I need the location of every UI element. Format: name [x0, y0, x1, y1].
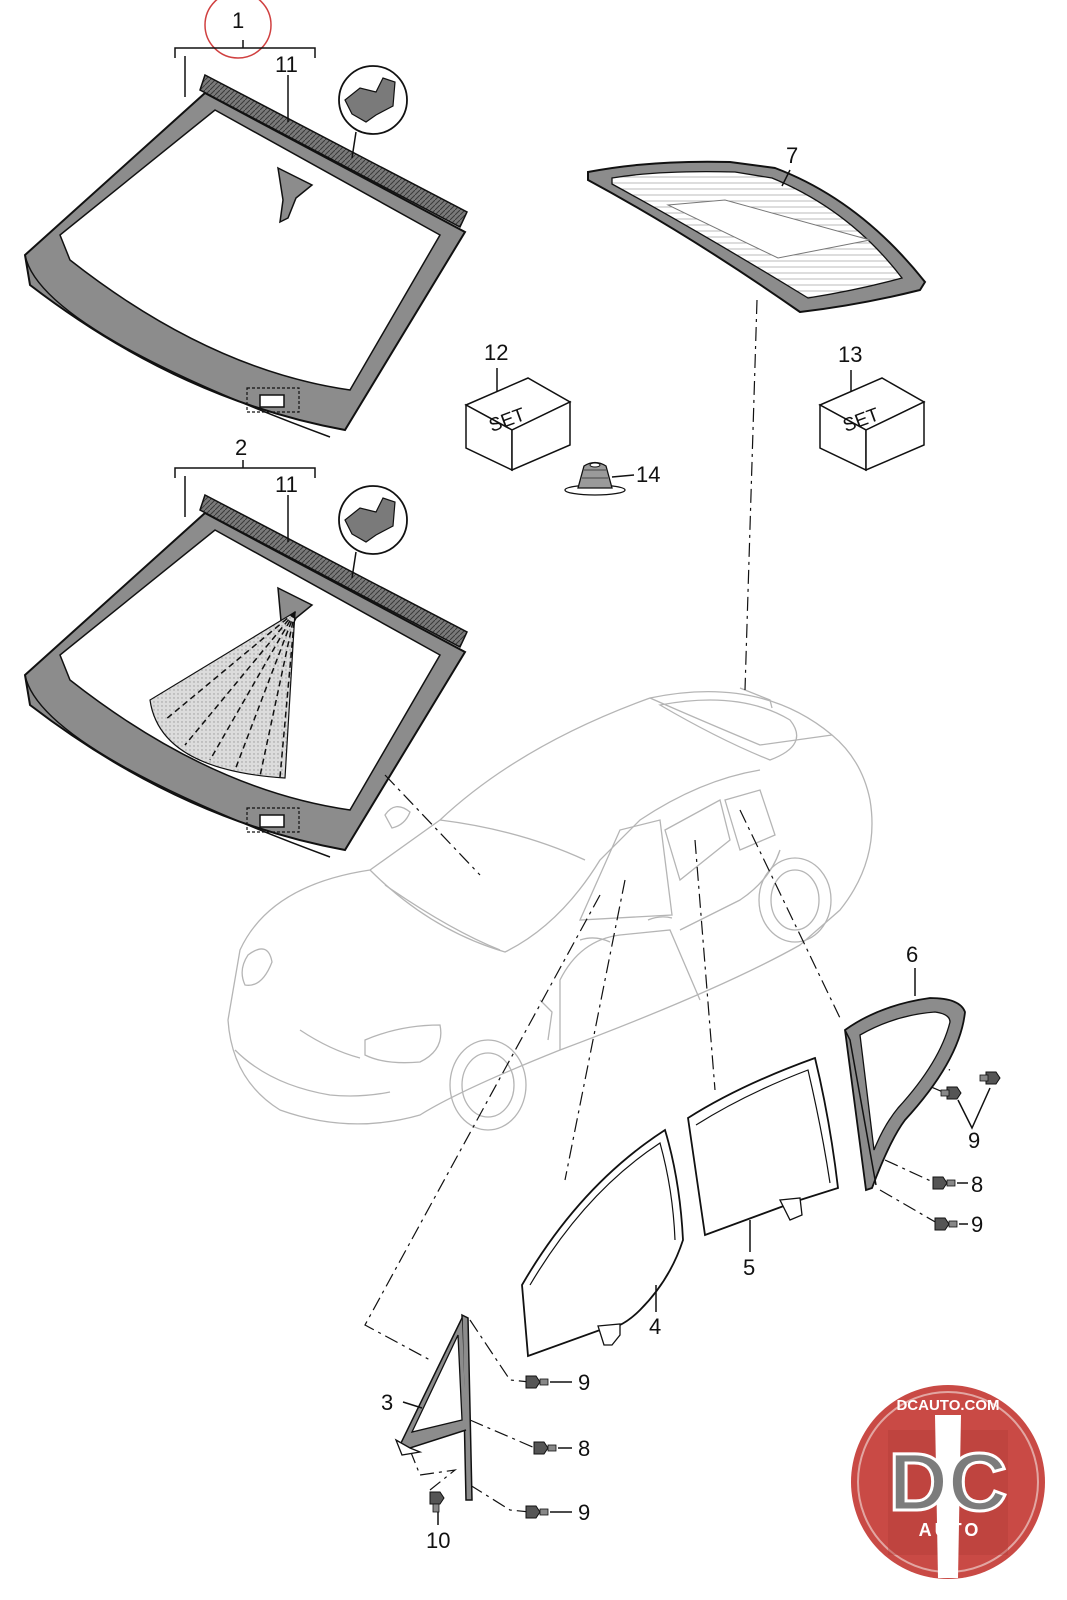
seal-profile-shape-2: [344, 497, 396, 543]
bolt-9-rear-b: [979, 1071, 1001, 1085]
callout-10: 10: [426, 1528, 450, 1553]
sensor-pad-2: [246, 807, 300, 833]
part-5-rear-door-glass: 5: [687, 1056, 839, 1280]
kit-box-13: SET 13: [818, 342, 926, 472]
callout-13: 13: [838, 342, 862, 367]
callout-9b: 9: [578, 1500, 590, 1525]
callout-9d: 9: [971, 1212, 983, 1237]
kit-box-12: SET 12: [464, 340, 572, 472]
logo-top-text: DCAUTO.COM: [896, 1397, 999, 1414]
logo-sub-text: AUTO: [919, 1520, 982, 1540]
hud-projection-area: [149, 610, 296, 779]
windscreen-1-glass: [59, 109, 442, 391]
callout-1: 1: [232, 8, 244, 33]
windscreen-2-lower-edge: [24, 674, 331, 858]
windscreen-1-lower-edge: [24, 254, 331, 438]
windscreen-1-top-seal: [199, 73, 468, 229]
seal-profile-shape-1: [344, 77, 396, 123]
callout-14: 14: [636, 462, 660, 487]
mirror-mount-1: [277, 166, 314, 224]
dcauto-logo: DCAUTO.COM DC AUTO: [851, 1385, 1045, 1579]
bolt-9-rear-a: [940, 1086, 962, 1100]
bolt-10: [429, 1491, 445, 1513]
callout-group-1: 1 11: [174, 0, 316, 122]
callout-12: 12: [484, 340, 508, 365]
rear-window-clear-zone: [666, 199, 871, 259]
callout-3: 3: [381, 1390, 393, 1415]
bolts: 9 8 9 10 9 8 9: [426, 1071, 1001, 1553]
part-6-quarter-glass: 6: [844, 942, 966, 1192]
part-14-bump-stop: 14: [564, 461, 660, 496]
callout-4: 4: [649, 1314, 661, 1339]
rear-window: 7: [587, 143, 927, 314]
quarter-glass-pane: [859, 1011, 951, 1151]
callout-9a: 9: [578, 1370, 590, 1395]
windscreen-1: [23, 65, 468, 438]
selected-part-circle: [204, 0, 272, 59]
bolt-8-rear: [932, 1176, 956, 1190]
callout-5: 5: [743, 1255, 755, 1280]
bolt-8-front: [533, 1441, 557, 1455]
callout-6: 6: [906, 942, 918, 967]
bolt-9-front-lower: [525, 1505, 549, 1519]
callout-8a: 8: [578, 1436, 590, 1461]
sensor-window-2: [259, 814, 285, 828]
bolt-9-front-upper: [525, 1375, 549, 1389]
callout-9c: 9: [968, 1128, 980, 1153]
callout-group-2: 2 11: [174, 435, 316, 542]
sensor-window-1: [259, 394, 285, 408]
windscreen-2: [23, 485, 468, 858]
callout-7: 7: [786, 143, 798, 168]
callout-11b: 11: [275, 472, 298, 497]
logo-main-text: DC: [889, 1437, 1007, 1528]
part-3-front-quarter-glass: 3: [381, 1313, 473, 1501]
car-outline: [227, 687, 873, 1131]
callout-2: 2: [235, 435, 247, 460]
windscreen-2-top-seal: [199, 493, 468, 649]
part-4-front-door-glass: 4: [521, 1128, 684, 1358]
callout-8b: 8: [971, 1172, 983, 1197]
callout-11a: 11: [275, 52, 298, 77]
bolt-9-rear-lower: [934, 1217, 958, 1231]
sensor-pad-1: [246, 387, 300, 413]
hud-projection-lines: [164, 611, 296, 778]
